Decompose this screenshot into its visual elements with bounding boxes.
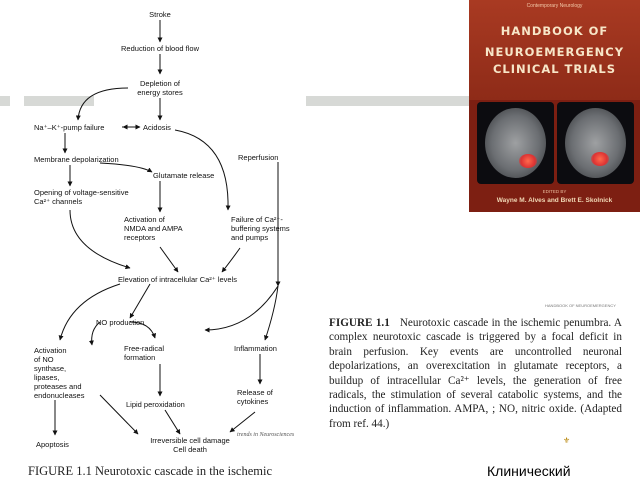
source-label: trends in Neurosciences bbox=[237, 432, 295, 438]
book-cover: Contemporary Neurology HANDBOOK OF NEURO… bbox=[469, 0, 640, 212]
cover-editors: Wayne M. Alves and Brett E. Skolnick bbox=[496, 197, 613, 204]
arrow-acidosis-failure bbox=[174, 129, 231, 211]
arrow-reperfusion-freeradical bbox=[204, 285, 279, 333]
node-acidosis: Acidosis bbox=[143, 123, 171, 132]
node-failure-ca: Failure of Ca²⁺- buffering systems and p… bbox=[231, 215, 290, 242]
arrow-failure-elevation bbox=[221, 247, 241, 273]
node-activation-no: Activation of NO synthase, lipases, prot… bbox=[34, 346, 85, 400]
arrow-opening-elevation bbox=[69, 209, 131, 270]
node-inflammation: Inflammation bbox=[234, 344, 277, 353]
decor-bar-left bbox=[0, 96, 10, 106]
node-apoptosis: Apoptosis bbox=[36, 440, 69, 449]
arrow-elevation-activationno bbox=[58, 283, 121, 341]
arrow-lipid-irreversible bbox=[164, 409, 181, 435]
node-free-radical: Free-radical formation bbox=[124, 344, 165, 362]
node-lipid: Lipid peroxidation bbox=[126, 400, 185, 409]
brain-scan-image-left bbox=[477, 102, 554, 184]
figure-label: FIGURE 1.1 bbox=[329, 317, 390, 329]
cover-edited-by: EDITED BY bbox=[542, 189, 567, 194]
lesion-highlight bbox=[519, 154, 537, 168]
lesion-highlight bbox=[591, 152, 609, 166]
decor-bar-mid bbox=[24, 96, 94, 106]
node-pump: Na⁺–K⁺-pump failure bbox=[34, 123, 105, 132]
node-no-production: NO production bbox=[96, 318, 145, 327]
cover-series-line: Contemporary Neurology bbox=[526, 3, 583, 9]
arrow-elevation-no bbox=[129, 283, 151, 319]
footer-text: Клинический bbox=[487, 463, 571, 479]
arrow-release-irreversible bbox=[229, 411, 256, 433]
figure-caption-text: Neurotoxic cascade in the ischemic penum… bbox=[329, 317, 622, 430]
arrow-activationno-irreversible bbox=[99, 394, 139, 435]
cover-title-line2: NEUROEMERGENCY CLINICAL TRIALS bbox=[484, 45, 625, 76]
arrow-no-activationno bbox=[88, 321, 101, 346]
node-reperfusion: Reperfusion bbox=[238, 153, 279, 162]
cover-header-band bbox=[469, 0, 640, 100]
brain-shape bbox=[565, 108, 626, 178]
publisher-logo-icon: ⚜ bbox=[563, 436, 571, 445]
flowchart-caption-fragment: FIGURE 1.1 Neurotoxic cascade in the isc… bbox=[28, 464, 273, 478]
node-opening: Opening of voltage-sensitive Ca²⁺ channe… bbox=[34, 188, 129, 206]
node-membrane: Membrane depolarization bbox=[34, 155, 119, 164]
arrow-no-freeradical bbox=[129, 321, 157, 339]
node-reduction: Reduction of blood flow bbox=[121, 44, 199, 53]
cover-title-line1: HANDBOOK OF bbox=[500, 24, 609, 38]
node-elevation: Elevation of intracellular Ca²⁺ levels bbox=[118, 275, 238, 284]
node-activation-nmda: Activation of NMDA and AMPA receptors bbox=[124, 215, 183, 242]
node-irreversible: Irreversible cell damage Cell death bbox=[150, 436, 230, 454]
arrow-depletion-pump bbox=[75, 87, 129, 121]
arrow-reperfusion-inflammation bbox=[264, 285, 279, 341]
node-release: Release of cytokines bbox=[237, 388, 273, 406]
caption-page-header: HANDBOOK OF NEUROEMERGENCY bbox=[545, 303, 616, 308]
node-stroke: Stroke bbox=[149, 10, 171, 19]
node-glutamate: Glutamate release bbox=[153, 171, 215, 180]
brain-scan-image-right bbox=[557, 102, 634, 184]
arrow-membrane-glutamate bbox=[99, 162, 153, 173]
decor-bar-right bbox=[306, 96, 469, 106]
node-depletion: Depletion of energy stores bbox=[137, 79, 183, 97]
arrow-activation-elevation bbox=[159, 246, 179, 273]
brain-shape bbox=[485, 108, 546, 178]
